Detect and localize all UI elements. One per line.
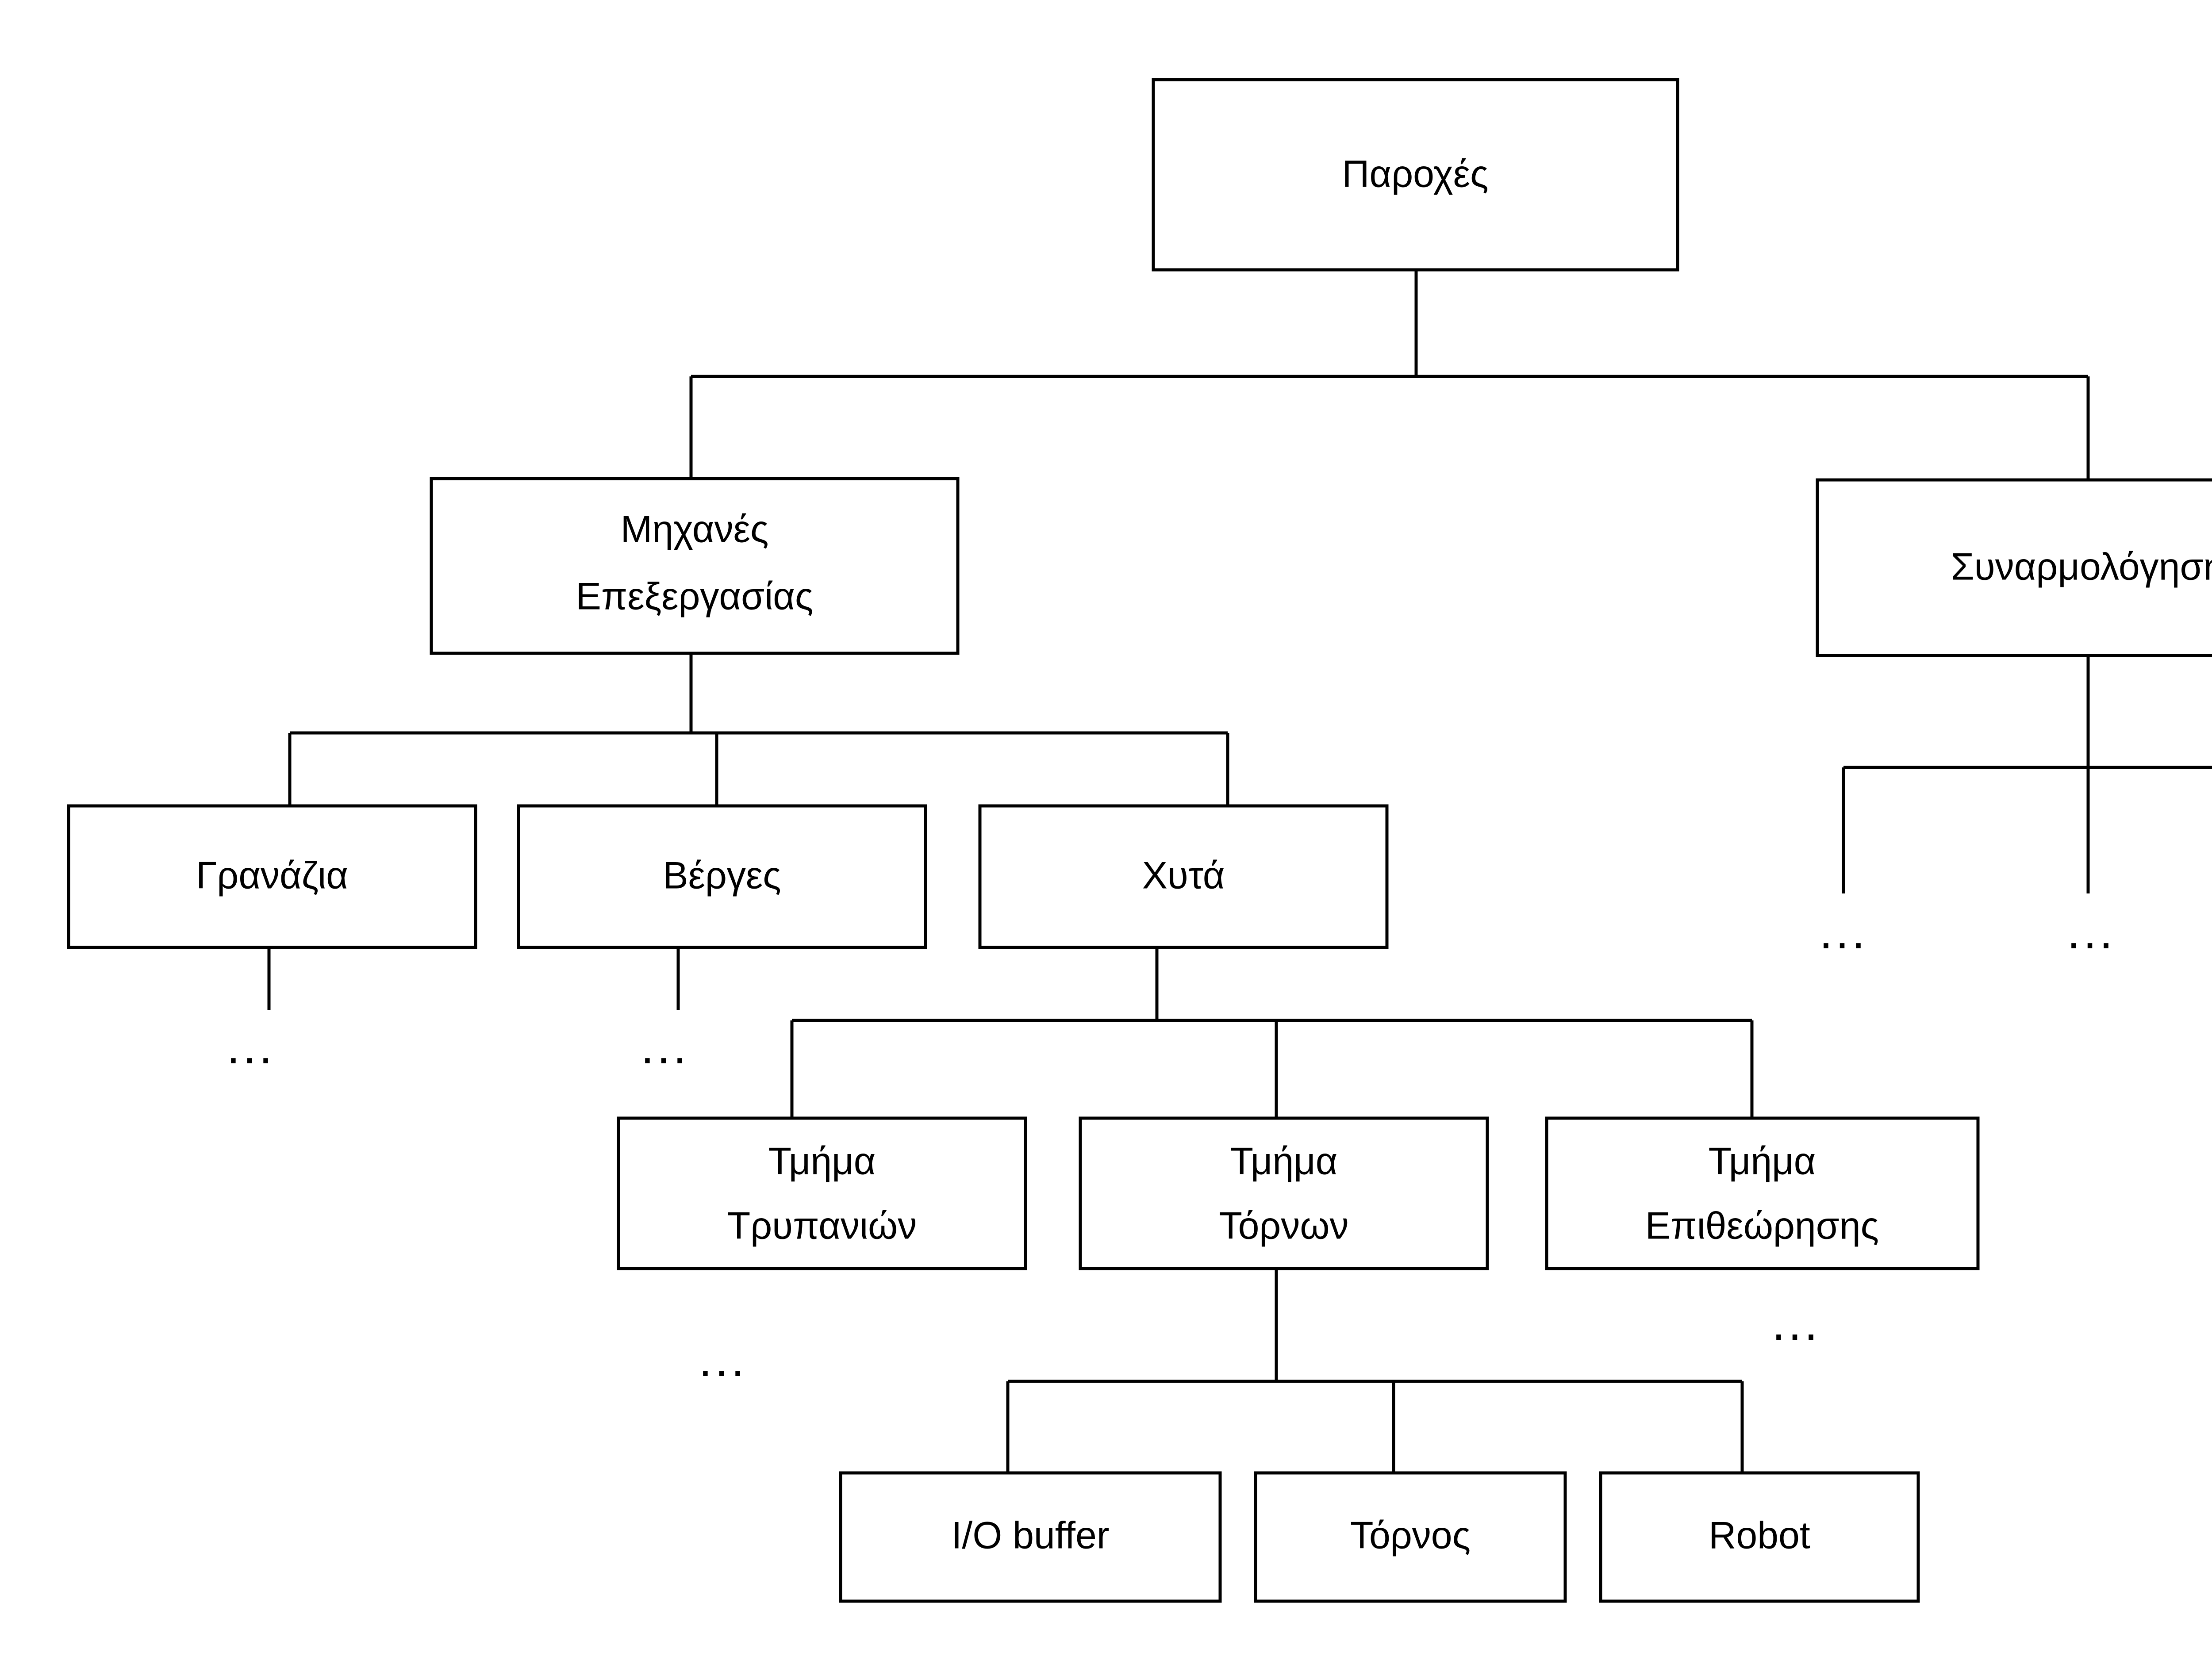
ellipsis-gears: ...: [227, 1020, 275, 1074]
ellipsis-bars: ...: [641, 1020, 689, 1074]
node-shop-assembly[interactable]: Συναρμολόγηση: [1816, 478, 2212, 657]
node-ws-lathes-label-line2: Τόρνων: [1219, 1205, 1349, 1247]
node-ws-lathes-label-line1: Τμήμα: [1230, 1140, 1338, 1183]
node-cell-gears[interactable]: Γρανάζια: [67, 804, 477, 949]
node-shop-machining-box[interactable]: [430, 477, 960, 655]
node-ws-lathes-box[interactable]: [1079, 1116, 1489, 1270]
ellipsis-assembly-2: ...: [2067, 905, 2116, 959]
node-ws-inspection-box[interactable]: [1545, 1116, 1980, 1270]
node-facility-box[interactable]: [1152, 78, 1679, 272]
node-eq-lathe-box[interactable]: [1254, 1471, 1567, 1603]
node-cell-bars[interactable]: Βέργες: [517, 804, 927, 949]
node-cell-bars-label: Βέργες: [663, 855, 781, 897]
node-cell-gears-box[interactable]: [67, 804, 477, 949]
node-facility-label: Παροχές: [1342, 153, 1488, 196]
ellipsis-group: ... ... ... ... ... ... ...: [227, 905, 2116, 1387]
node-eq-robot-box[interactable]: [1599, 1471, 1920, 1603]
node-cell-gears-label: Γρανάζια: [196, 855, 348, 897]
node-shop-assembly-box[interactable]: [1816, 478, 2212, 657]
node-cell-castings[interactable]: Χυτά: [978, 804, 1389, 949]
ellipsis-drilling: ...: [699, 1332, 747, 1387]
node-ws-drilling-label-line1: Τμήμα: [768, 1140, 876, 1183]
node-cell-castings-label: Χυτά: [1142, 855, 1225, 897]
node-ws-inspection-label-line1: Τμήμα: [1709, 1140, 1816, 1183]
node-cell-castings-box[interactable]: [978, 804, 1389, 949]
node-ws-lathes[interactable]: Τμήμα Τόρνων: [1079, 1116, 1489, 1270]
node-cell-bars-box[interactable]: [517, 804, 927, 949]
node-ws-drilling-box[interactable]: [617, 1116, 1027, 1270]
node-eq-io-buffer-box[interactable]: [839, 1471, 1222, 1603]
node-ws-drilling[interactable]: Τμήμα Τρυπανιών: [617, 1116, 1027, 1270]
node-facility[interactable]: Παροχές: [1152, 78, 1679, 272]
node-shop-assembly-label: Συναρμολόγηση: [1951, 546, 2212, 588]
node-shop-machining[interactable]: Μηχανές Επεξεργασίας: [430, 477, 960, 655]
node-ws-drilling-label-line2: Τρυπανιών: [727, 1205, 917, 1247]
node-eq-lathe-label: Τόρνος: [1350, 1514, 1471, 1557]
node-ws-inspection[interactable]: Τμήμα Επιθεώρησης: [1545, 1116, 1980, 1270]
node-eq-lathe[interactable]: Τόρνος: [1254, 1471, 1567, 1603]
node-eq-robot-label: Robot: [1709, 1514, 1810, 1557]
node-eq-robot[interactable]: Robot: [1599, 1471, 1920, 1603]
node-eq-io-buffer-label: I/O buffer: [952, 1514, 1110, 1557]
ellipsis-inspection: ...: [1772, 1296, 1820, 1350]
ellipsis-assembly-1: ...: [1819, 905, 1868, 959]
node-shop-machining-label-line1: Μηχανές: [621, 508, 769, 551]
node-eq-io-buffer[interactable]: I/O buffer: [839, 1471, 1222, 1603]
node-ws-inspection-label-line2: Επιθεώρησης: [1645, 1205, 1879, 1247]
connector-group: [267, 271, 2212, 1473]
node-shop-machining-label-line2: Επεξεργασίας: [576, 575, 814, 618]
